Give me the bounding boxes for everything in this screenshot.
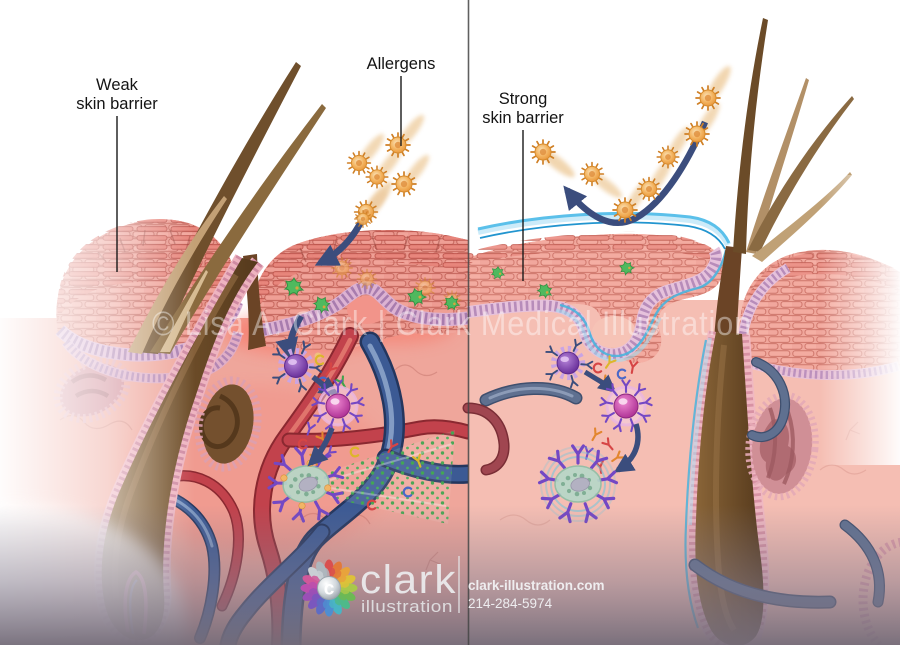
activation-arrow-icon	[613, 423, 641, 473]
bottom-fade	[0, 505, 900, 645]
logo-website: clark-illustration.com	[468, 578, 605, 593]
allergens-bouncing	[530, 66, 731, 226]
sebaceous-gland-right	[745, 391, 819, 501]
blood-vessels-right	[462, 382, 583, 476]
hair-canal	[714, 246, 742, 344]
weak-barrier-label-line2: skin barrier	[76, 95, 158, 113]
mast-cell-degranulating	[264, 430, 455, 525]
epidermis-band-strong	[467, 231, 724, 363]
logo-monogram: c	[324, 579, 335, 600]
allergens-label: Allergens	[367, 55, 436, 73]
weak-barrier-label-line1: Weak	[96, 76, 139, 94]
activation-arrow-icon	[307, 427, 335, 467]
epidermis-mound-weak-2	[249, 230, 469, 351]
flower-logo-icon: c	[300, 559, 358, 617]
deflection-arrow-icon	[563, 120, 708, 226]
allergens-falling	[346, 114, 430, 228]
strong-barrier-label-line2: skin barrier	[482, 109, 564, 127]
logo-brand-name: clark	[360, 558, 457, 602]
copyright-watermark: © Lisa A. Clark | Clark Medical Illustra…	[152, 305, 752, 343]
figure-labels: Weak skin barrier Allergens Strong skin …	[76, 55, 564, 281]
sebaceous-gland-left	[194, 376, 262, 472]
right-edge-fade	[820, 175, 900, 465]
strong-barrier-label-line1: Strong	[499, 90, 548, 108]
logo-phone: 214-284-5974	[468, 596, 553, 611]
histamine-release	[327, 430, 455, 524]
studio-logo: c clark illustration clark-illustration.…	[300, 556, 605, 617]
protective-barrier-layer	[477, 211, 731, 363]
logo-brand-subname: illustration	[361, 597, 453, 616]
